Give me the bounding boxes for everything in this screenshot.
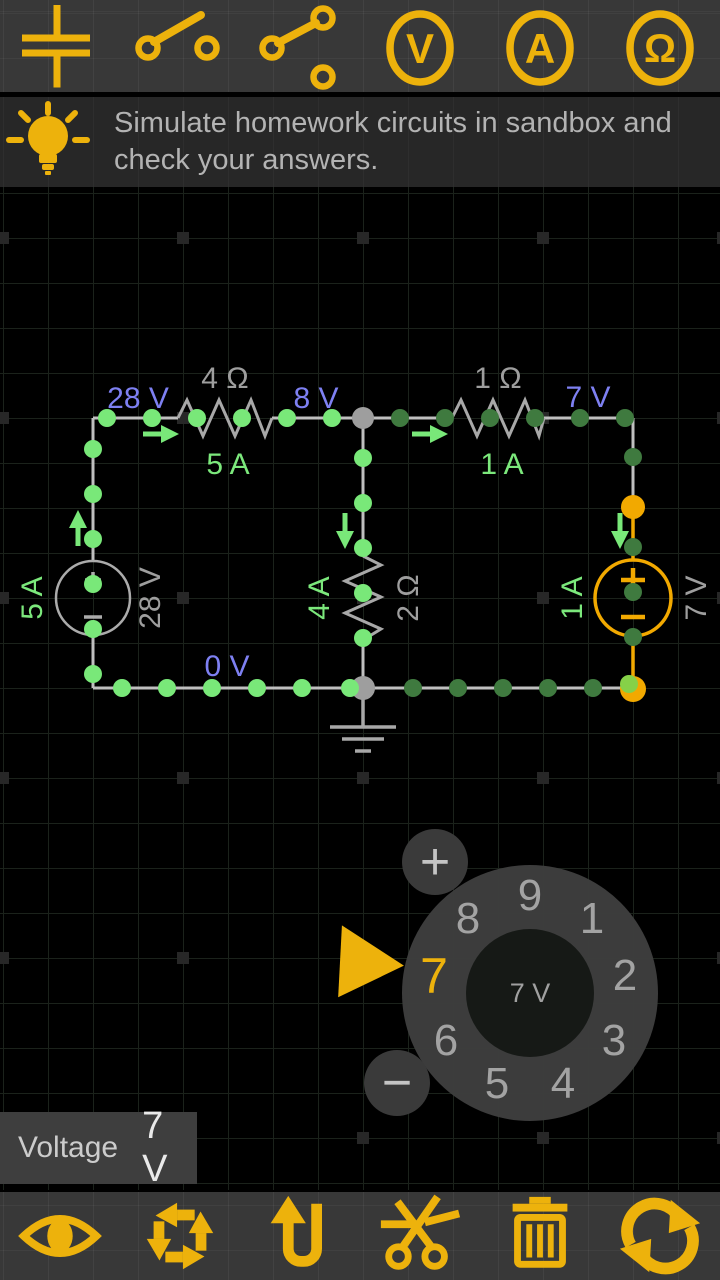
source-28v-label: 28 V: [134, 567, 167, 629]
dial-number-2: 2: [612, 951, 638, 1000]
flip-icon: [270, 1195, 322, 1267]
tip-banner[interactable]: Simulate homework circuits in sandbox an…: [0, 97, 720, 187]
node-voltage-28v: 28 V: [107, 382, 169, 415]
resistor-4ohm-label: 4 Ω: [201, 362, 248, 395]
flip-button[interactable]: [240, 1192, 360, 1280]
capacitor-icon: [22, 5, 90, 88]
cut-wire-button[interactable]: [360, 1192, 480, 1280]
rotate-button[interactable]: [120, 1192, 240, 1280]
dial-number-8: 8: [455, 894, 481, 943]
status-value: 7 V: [142, 1105, 168, 1190]
decrement-button[interactable]: −: [364, 1050, 430, 1116]
voltmeter-icon: V: [386, 10, 454, 86]
ohmmeter-letter: Ω: [644, 27, 676, 71]
node-voltage-0v: 0 V: [204, 650, 249, 683]
delete-button[interactable]: [480, 1192, 600, 1280]
current-dots-dim: [391, 409, 642, 697]
dial-number-7-selected: 7: [420, 948, 448, 1004]
resistor-1ohm-label: 1 Ω: [474, 362, 521, 395]
dial-number-5: 5: [484, 1059, 510, 1108]
voltmeter-button[interactable]: V: [360, 0, 480, 92]
current-1a-right: 1 A: [556, 576, 589, 619]
ground-symbol[interactable]: [330, 688, 396, 753]
tip-text: Simulate homework circuits in sandbox an…: [114, 107, 672, 176]
dial-number-4: 4: [550, 1059, 576, 1108]
current-5a-top: 5 A: [206, 448, 249, 481]
trash-icon: [512, 1196, 568, 1268]
probe-visibility-button[interactable]: [0, 1192, 120, 1280]
minus-icon: −: [381, 1054, 413, 1112]
current-1a-top: 1 A: [480, 448, 523, 481]
scissors-icon: [380, 1194, 461, 1270]
component-value-labels: 4 Ω 1 Ω 28 V 2 Ω 7 V: [134, 362, 713, 629]
ohmmeter-icon: Ω: [626, 10, 694, 86]
resistor-middle[interactable]: [341, 554, 385, 642]
source-7v-label: 7 V: [680, 575, 713, 620]
resistor-2ohm-label: 2 Ω: [392, 574, 425, 621]
resistor-top-right[interactable]: [450, 396, 546, 441]
action-toolbar: [0, 1192, 720, 1280]
dial-number-1: 1: [579, 894, 605, 943]
current-arrows: [69, 425, 629, 549]
sync-button[interactable]: [600, 1192, 720, 1280]
node-voltage-labels: 28 V 8 V 7 V 0 V: [107, 381, 610, 683]
switch-spdt-button[interactable]: [240, 0, 360, 92]
voltmeter-letter: V: [406, 25, 434, 72]
current-4a-middle: 4 A: [303, 576, 336, 619]
current-dots-bright: [84, 409, 372, 697]
component-toolbar: V A Ω: [0, 0, 720, 92]
ohmmeter-button[interactable]: Ω: [600, 0, 720, 92]
ammeter-icon: A: [506, 10, 574, 86]
switch-open-button[interactable]: [120, 0, 240, 92]
status-label: Voltage: [18, 1131, 119, 1164]
dial-center-value: 7 V: [466, 929, 594, 1057]
ammeter-letter: A: [525, 25, 555, 72]
dial-number-6: 6: [433, 1016, 459, 1065]
ammeter-button[interactable]: A: [480, 0, 600, 92]
switch-open-icon: [135, 11, 220, 61]
increment-button[interactable]: +: [402, 829, 468, 895]
resistor-top-left[interactable]: [176, 396, 274, 441]
capacitor-button[interactable]: [0, 0, 120, 92]
status-box: Voltage 7 V: [0, 1105, 197, 1190]
current-5a-left: 5 A: [16, 576, 49, 619]
dial-pointer-icon: [338, 925, 406, 1001]
node-voltage-8v: 8 V: [293, 382, 338, 415]
sync-icon: [619, 1197, 701, 1275]
current-value-labels: 5 A 1 A 5 A 4 A 1 A: [16, 448, 589, 620]
node-voltage-7v: 7 V: [565, 381, 610, 414]
dial-number-9: 9: [517, 871, 543, 920]
switch-spdt-icon: [259, 5, 336, 90]
rotate-icon: [146, 1202, 214, 1270]
dial-number-3: 3: [601, 1016, 627, 1065]
lightbulb-icon: [6, 101, 90, 175]
plus-icon: +: [419, 833, 451, 891]
eye-icon: [18, 1214, 102, 1258]
